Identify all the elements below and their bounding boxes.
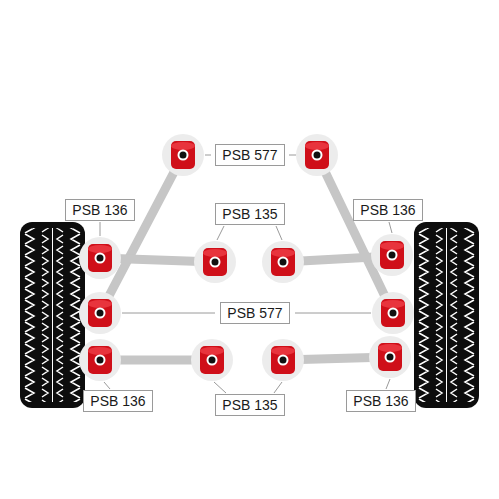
bushing — [79, 237, 121, 279]
leader-line — [386, 379, 390, 389]
bushing — [194, 241, 236, 283]
part-number: PSB 135 — [222, 206, 277, 222]
bushing — [372, 292, 414, 334]
part-number: PSB 577 — [227, 305, 282, 321]
bushing — [79, 292, 121, 334]
bushing — [162, 134, 204, 176]
part-label-box: PSB 577 — [220, 302, 289, 324]
bushing — [371, 234, 413, 276]
tire-body — [20, 222, 85, 408]
left-tire — [20, 222, 85, 408]
suspension-arms — [100, 155, 393, 360]
part-label-box: PSB 135 — [215, 394, 284, 416]
tire-groove — [446, 228, 447, 402]
bushing — [262, 339, 304, 381]
right-tire — [414, 222, 479, 408]
part-number: PSB 136 — [90, 393, 145, 409]
bushing — [262, 241, 304, 283]
arm-bar — [100, 155, 183, 313]
tire-body — [414, 222, 479, 408]
tire-groove — [52, 228, 53, 402]
part-label-box: PSB 135 — [215, 203, 284, 225]
bushing — [191, 339, 233, 381]
leader-line — [100, 222, 101, 236]
part-number: PSB 577 — [222, 147, 277, 163]
bushing — [79, 339, 121, 381]
leader-line — [205, 155, 211, 156]
part-number: PSB 136 — [72, 202, 127, 218]
part-number: PSB 136 — [353, 393, 408, 409]
leader-line — [104, 382, 110, 389]
leader-line — [274, 382, 282, 393]
part-label-box: PSB 136 — [83, 390, 152, 412]
leader-line — [276, 226, 282, 240]
arm-bar — [317, 155, 393, 313]
leader-line — [389, 222, 392, 233]
part-label-box: PSB 577 — [215, 144, 284, 166]
leader-line — [214, 382, 226, 393]
bushing — [296, 134, 338, 176]
part-label-box: PSB 136 — [65, 199, 134, 221]
leader-line — [289, 155, 296, 156]
leader-lines — [100, 155, 392, 393]
bushings — [79, 134, 414, 381]
tire-tread — [23, 228, 82, 402]
part-label-box: PSB 136 — [353, 199, 422, 221]
part-number: PSB 136 — [360, 202, 415, 218]
bushing — [369, 336, 411, 378]
leader-line — [122, 313, 215, 314]
part-number: PSB 135 — [222, 397, 277, 413]
tire-tread — [417, 228, 476, 402]
leader-line — [295, 313, 371, 314]
part-label-box: PSB 136 — [346, 390, 415, 412]
leader-line — [217, 226, 224, 240]
